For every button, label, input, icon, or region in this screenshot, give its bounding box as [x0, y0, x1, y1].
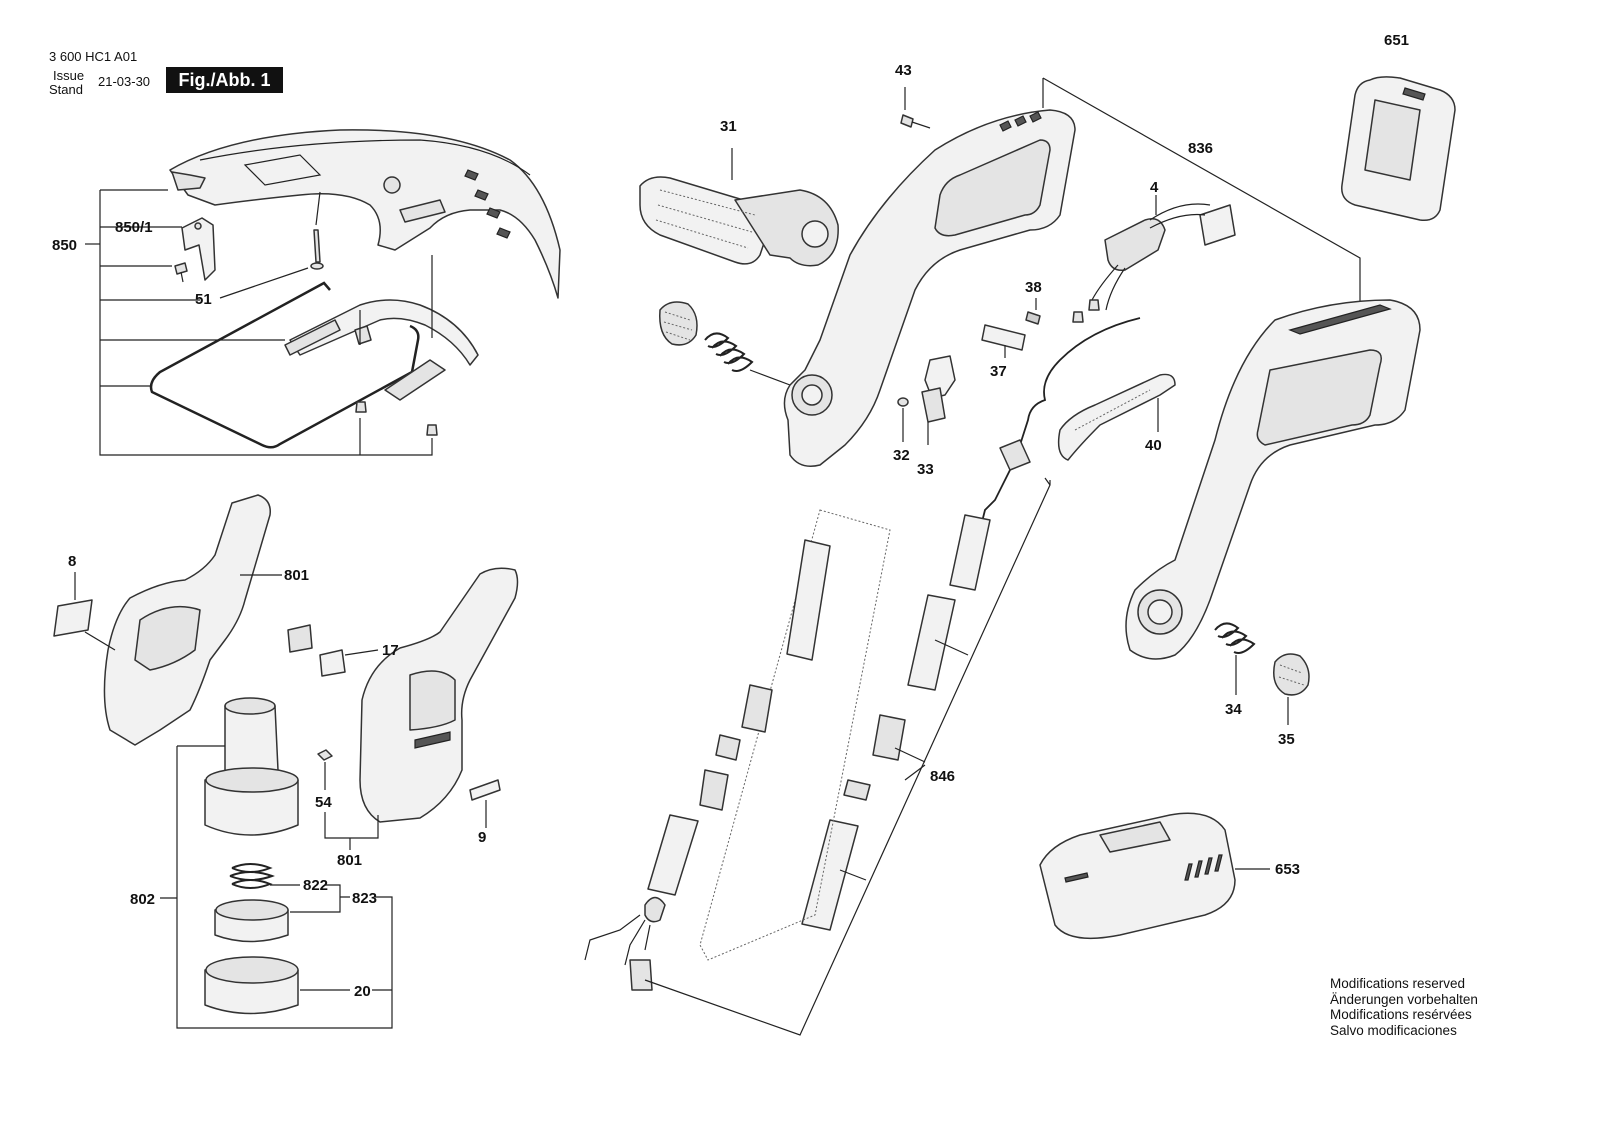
charger-part — [1039, 812, 1236, 940]
block-part — [981, 324, 1026, 351]
spool-cap-20-part — [204, 956, 299, 1015]
contact-17-part — [287, 624, 346, 677]
notice-line-es: Salvo modificaciones — [1330, 1022, 1457, 1038]
spacer-wire-part — [149, 281, 420, 449]
callout-802: 802 — [130, 891, 155, 908]
callout-850: 850 — [52, 237, 77, 254]
callout-846: 846 — [930, 768, 955, 785]
callout-38: 38 — [1025, 279, 1042, 296]
bracket-screws-part — [355, 401, 438, 436]
callout-34: 34 — [1225, 701, 1242, 718]
callout-40: 40 — [1145, 437, 1162, 454]
figure-label: Fig./Abb. 1 — [166, 67, 283, 93]
shaft-tube-exploded-part — [647, 509, 891, 961]
callout-850-1: 850/1 — [115, 219, 153, 236]
lever-part — [1057, 373, 1176, 461]
issue-date: 21-03-30 — [98, 74, 151, 89]
callout-9: 9 — [478, 829, 486, 846]
spring-right-part — [1214, 622, 1256, 654]
guard-bracket-part — [284, 299, 479, 401]
notice-line-fr: Modifications resérvées — [1330, 1007, 1472, 1022]
callout-33: 33 — [917, 461, 934, 478]
stand-label: Stand — [49, 82, 83, 97]
auxiliary-handle-part — [639, 176, 839, 267]
callout-37: 37 — [990, 363, 1007, 380]
callout-653: 653 — [1275, 861, 1300, 878]
pin-part — [1025, 311, 1041, 325]
modifications-notice: Modifications reserved Änderungen vorbeh… — [1330, 976, 1478, 1038]
label-9-part — [469, 779, 501, 801]
document-number: 3 600 HC1 A01 — [49, 49, 138, 64]
guard-screw-51-part — [310, 229, 324, 270]
switch-part — [1072, 203, 1236, 323]
callout-54: 54 — [315, 794, 332, 811]
callout-801-bottom: 801 — [337, 852, 362, 869]
cable-part — [979, 317, 1141, 531]
label-8-part — [53, 599, 93, 637]
callout-822: 822 — [303, 877, 328, 894]
callout-17: 17 — [382, 642, 399, 659]
motor-part — [204, 697, 299, 836]
assembled-handle-part — [1125, 299, 1421, 660]
knob-left-part — [659, 301, 698, 346]
screw-43-part — [900, 114, 931, 129]
callout-4: 4 — [1150, 179, 1159, 196]
handle-housing-part — [783, 109, 1076, 467]
callout-51: 51 — [195, 291, 212, 308]
screw-part — [174, 262, 188, 283]
knob-right-part — [1273, 653, 1310, 696]
callout-836: 836 — [1188, 140, 1213, 157]
guard-cover-part — [169, 129, 561, 299]
spool-part — [214, 899, 289, 943]
callout-32: 32 — [893, 447, 910, 464]
callout-20: 20 — [354, 983, 371, 1000]
callout-35: 35 — [1278, 731, 1295, 748]
shaft-tube-assembled-part — [584, 514, 991, 991]
callout-823: 823 — [352, 890, 377, 907]
spring-822-part — [229, 863, 275, 889]
callout-8: 8 — [68, 553, 76, 570]
notice-line-en: Modifications reserved — [1330, 976, 1466, 991]
notice-line-de: Änderungen vorbehalten — [1330, 991, 1478, 1007]
callout-43: 43 — [895, 62, 912, 79]
motor-housing-right-part — [359, 567, 519, 823]
battery-pack-part — [1341, 76, 1456, 222]
latch-part — [897, 355, 956, 423]
spring-left-part — [704, 332, 754, 372]
motor-housing-left-part — [103, 494, 271, 746]
callout-801-top: 801 — [284, 567, 309, 584]
callout-31: 31 — [720, 118, 737, 135]
issue-label: Issue — [53, 68, 85, 83]
guard-clip-part — [181, 217, 216, 281]
callout-651: 651 — [1384, 32, 1409, 49]
pad-54-part — [317, 749, 333, 761]
